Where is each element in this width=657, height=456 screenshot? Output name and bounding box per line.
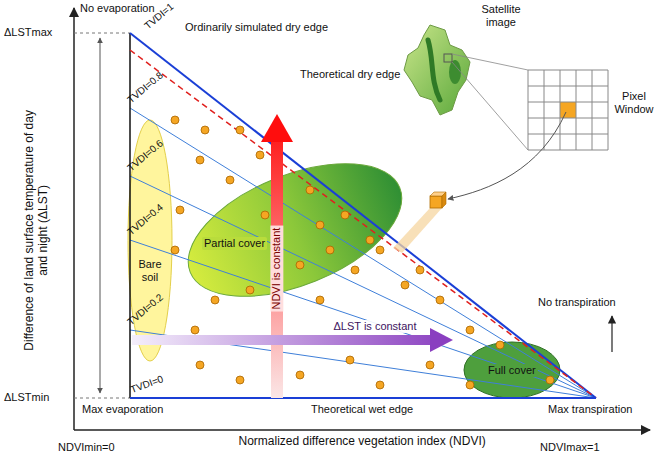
arrow-label: ΔLST is constant <box>332 320 419 333</box>
region-label: Full cover <box>486 364 538 377</box>
guide-line <box>74 398 130 399</box>
pixel-dot <box>171 116 179 124</box>
left-edge <box>129 33 131 398</box>
pixel-dot <box>236 376 244 384</box>
pixel-window-grid <box>528 70 608 150</box>
satellite-map <box>404 25 528 150</box>
pixel-dot <box>316 296 324 304</box>
axis-note: No evaporation <box>80 2 155 15</box>
transpiration-arrow <box>611 316 612 352</box>
pixel-dot <box>196 361 204 369</box>
tvdi-isolines <box>130 108 596 398</box>
pixel-dot <box>296 371 304 379</box>
pixel-dot <box>226 176 234 184</box>
arrow-label: NDVI is constant <box>270 225 283 311</box>
partial-cover-ellipse: Partial cover <box>180 155 410 305</box>
edge-label: Theoretical wet edge <box>311 403 413 416</box>
region-shape <box>170 137 421 324</box>
pixel-dot <box>366 236 374 244</box>
pixel-dot <box>246 286 254 294</box>
pixel-dot <box>376 381 384 389</box>
image-label: Satellite image <box>470 3 532 29</box>
pixel-dot <box>191 326 199 334</box>
pixel-dot <box>401 281 409 289</box>
dry-edge <box>130 33 596 398</box>
axis-min-label: ΔLSTmin <box>4 391 49 404</box>
pixel-dot <box>326 246 334 254</box>
edge-label: Ordinarily simulated dry edge <box>185 21 328 34</box>
tvdi-label: TVDI=0 <box>129 373 165 396</box>
axis-note: Max evaporation <box>82 403 163 416</box>
axis-title: Difference of land surface temperature o… <box>22 105 51 355</box>
pixel-dot <box>416 266 424 274</box>
tvdi-label: TVDI=0.4 <box>125 201 165 238</box>
axis-title: Normalized difference vegetation index (… <box>239 434 486 448</box>
pixel-dot <box>351 266 359 274</box>
pixel-dot <box>436 296 444 304</box>
pixel-dot <box>466 326 474 334</box>
y-axis <box>73 8 75 430</box>
pixel-dot <box>176 206 184 214</box>
pixel-dot <box>346 356 354 364</box>
range-arrow <box>100 38 101 393</box>
edge-label: Theoretical dry edge <box>300 68 400 81</box>
window-label: Pixel Window <box>612 90 656 116</box>
guide-line <box>74 33 130 34</box>
pixel-pointer <box>448 112 566 199</box>
pixel-dot <box>236 126 244 134</box>
axis-tick-label: NDVImax=1 <box>540 441 600 454</box>
pixel-dot <box>211 296 219 304</box>
pixel-dot <box>306 186 314 194</box>
axis-note: Max transpiration <box>548 403 632 416</box>
simulated-dry-edge <box>130 50 596 398</box>
tvdi-label: TVDI=0.2 <box>125 291 165 328</box>
pixel-dot <box>426 361 434 369</box>
region-outline <box>180 155 410 305</box>
pixel-dot <box>341 211 349 219</box>
pixel-dot <box>256 151 264 159</box>
pixel-dot <box>171 246 179 254</box>
full-cover-ellipse: Full cover <box>462 340 562 400</box>
pixel-dot <box>466 381 474 389</box>
tvdi-label: TVDI=0.6 <box>125 137 165 174</box>
pixel-dot <box>376 246 384 254</box>
region-shape <box>464 342 560 398</box>
region-label: Partial cover <box>202 237 267 250</box>
pixel-dot <box>201 126 209 134</box>
axis-tick-label: NDVImin=0 <box>58 441 115 454</box>
pixel-dot <box>496 341 504 349</box>
x-axis <box>74 429 650 431</box>
tvdi-label: TVDI=0.8 <box>125 69 165 106</box>
region-label: Bare soil <box>135 258 165 284</box>
pixel-dot <box>196 156 204 164</box>
pixel-dot <box>296 261 304 269</box>
axis-note: No transpiration <box>538 296 616 309</box>
pixel-dot <box>316 221 324 229</box>
wet-edge <box>130 397 596 399</box>
axis-max-label: ΔLSTmax <box>4 26 52 39</box>
pixel-dot <box>261 211 269 219</box>
pixel-dot <box>546 376 554 384</box>
